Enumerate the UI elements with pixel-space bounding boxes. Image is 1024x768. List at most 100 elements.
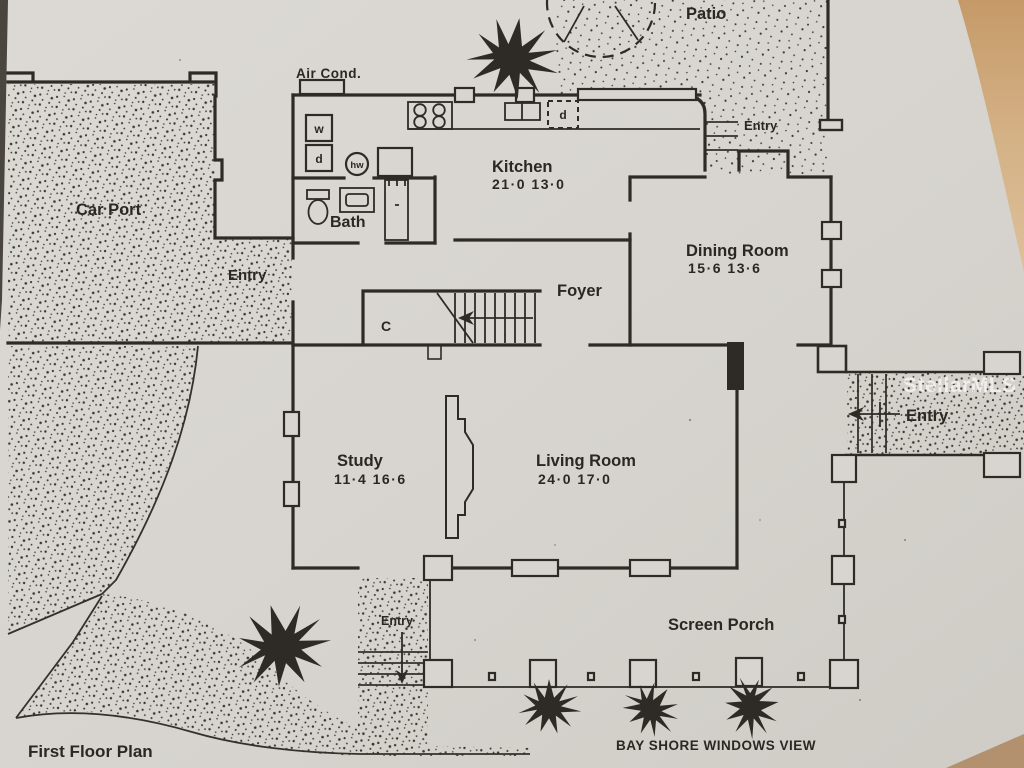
side-entry-walls xyxy=(844,370,986,457)
burner xyxy=(432,115,446,129)
photo-edge-bottom-right xyxy=(946,734,1024,768)
kitchen-south-wall xyxy=(433,175,632,245)
patio-entry-walls xyxy=(682,94,833,179)
dryer-label: d xyxy=(315,152,322,166)
front-entry-arrowhead xyxy=(396,670,408,684)
utility-tank xyxy=(376,146,414,178)
porch-post xyxy=(628,658,658,689)
front-walk-paving xyxy=(358,578,428,746)
carport-entry-label: Entry xyxy=(228,267,267,284)
air-cond-label: Air Cond. xyxy=(296,66,361,81)
gate-post xyxy=(982,451,1022,479)
kitchen-dims: 21·0 13·0 xyxy=(492,176,565,192)
kitchen-window xyxy=(514,86,536,104)
foyer-label: Foyer xyxy=(557,282,603,300)
toilet-bowl xyxy=(307,199,329,225)
paper-specks xyxy=(179,59,907,702)
dining-walls xyxy=(628,175,833,350)
stair-diagonal xyxy=(436,292,474,344)
porch-post xyxy=(828,658,860,690)
dining-room-dims: 15·6 13·6 xyxy=(688,260,761,276)
tree-branches xyxy=(563,5,639,43)
watermark-text: StellarMLS xyxy=(903,374,1017,397)
bath-sink xyxy=(339,187,375,213)
labels: Air Cond. Patio Entry Kitchen 21·0 13·0 … xyxy=(28,5,1017,761)
fixtures xyxy=(304,0,700,539)
side-entry-arrow xyxy=(858,402,900,427)
living-room-label: Living Room xyxy=(536,452,636,470)
kitchen-label: Kitchen xyxy=(492,158,553,176)
patio-paving xyxy=(556,0,828,174)
patio-tree xyxy=(545,0,657,59)
stipple-paving xyxy=(8,0,1024,756)
dining-window xyxy=(820,268,843,289)
gate-post xyxy=(982,350,1022,376)
study-dims: 11·4 16·6 xyxy=(334,471,407,487)
side-entry-arrowhead xyxy=(848,407,864,421)
screen-mark xyxy=(796,671,806,682)
carport-paving xyxy=(8,84,292,343)
porch-post xyxy=(734,656,764,688)
living-window xyxy=(628,558,672,578)
dryer-box xyxy=(304,143,334,173)
living-ne-post xyxy=(727,342,744,390)
burner xyxy=(413,115,427,129)
front-entry-label: Entry xyxy=(381,614,413,628)
patio-label: Patio xyxy=(686,5,726,23)
side-entry-label: Entry xyxy=(906,407,949,425)
screen-mark xyxy=(837,614,847,625)
driveway-band-paving xyxy=(16,594,530,756)
dining-window xyxy=(820,220,843,241)
screen-mark xyxy=(586,671,596,682)
paving-borders xyxy=(7,121,887,755)
washer-box xyxy=(304,113,334,143)
driveway-paving xyxy=(8,346,198,634)
bath-walls xyxy=(291,176,437,245)
carport-walls xyxy=(6,71,295,345)
dishwasher-label: d xyxy=(559,108,566,122)
porch-post xyxy=(422,554,454,582)
stair-newel xyxy=(427,344,442,360)
water-heater xyxy=(344,151,370,177)
dining-se-block xyxy=(816,344,848,374)
plan-title: First Floor Plan xyxy=(28,742,153,761)
windows-and-posts xyxy=(282,86,1022,690)
kitchen-window-band xyxy=(576,87,698,102)
closet-label: C xyxy=(381,318,391,334)
car-port-label: Car Port xyxy=(76,201,142,219)
view-caption: BAY SHORE WINDOWS VIEW xyxy=(616,738,816,753)
study-window xyxy=(282,410,301,438)
stair-walls xyxy=(291,289,542,347)
porch-post xyxy=(830,554,856,586)
screen-mark xyxy=(837,518,847,529)
living-window xyxy=(510,558,560,578)
air-conditioner-unit xyxy=(298,78,346,96)
patio-wall-foot xyxy=(818,118,844,132)
porch-post xyxy=(830,453,858,484)
water-heater-label: hw xyxy=(350,160,364,171)
kitchen-window xyxy=(453,86,476,104)
porch-post xyxy=(528,658,558,689)
screen-mark xyxy=(487,671,497,682)
porch-post xyxy=(422,658,454,689)
stairs-arrowhead xyxy=(458,311,474,325)
screen-mark xyxy=(691,671,701,682)
living-room-dims: 24·0 17·0 xyxy=(538,471,611,487)
arrows xyxy=(396,311,900,684)
bath-sink-basin xyxy=(345,193,369,207)
bath-label: Bath xyxy=(330,214,366,231)
screen-porch-label: Screen Porch xyxy=(668,616,774,634)
dining-room-label: Dining Room xyxy=(686,242,789,260)
photo-edge-left xyxy=(0,0,8,330)
shower-ticks xyxy=(388,180,406,206)
washer-label: w xyxy=(313,122,324,136)
dishwasher-box xyxy=(547,100,579,129)
toilet-tank xyxy=(306,189,330,200)
photo-edge-top-right xyxy=(958,0,1024,272)
patio-entry-label: Entry xyxy=(744,118,778,133)
study-label: Study xyxy=(337,452,384,470)
fireplace xyxy=(445,395,474,539)
